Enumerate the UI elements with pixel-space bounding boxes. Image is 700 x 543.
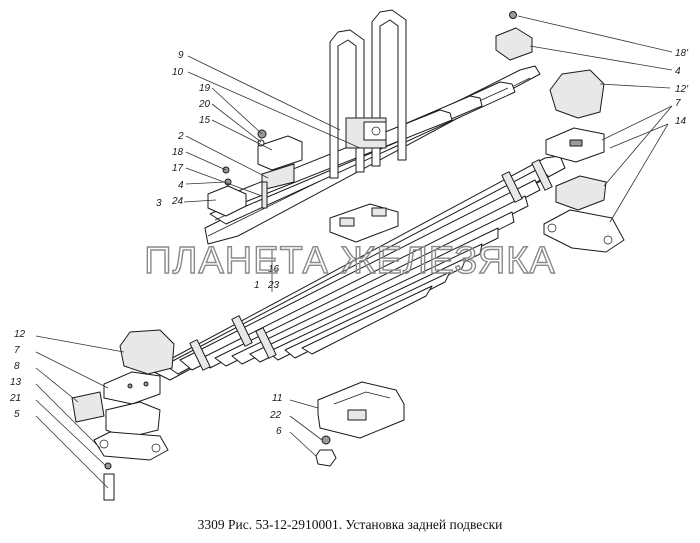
callout-19: 19 <box>199 83 211 94</box>
callout-9: 9 <box>178 50 184 61</box>
upper-left-parts <box>207 129 303 217</box>
callout-8: 8 <box>14 361 20 372</box>
callout-5: 5 <box>14 409 20 420</box>
u-bolts-upper <box>329 9 407 179</box>
callout-20: 20 <box>198 99 211 110</box>
callout-7-right: 7 <box>675 98 681 109</box>
callout-16: 16 <box>268 264 280 275</box>
callout-13: 13 <box>10 377 22 388</box>
callout-18: 18 <box>172 147 184 158</box>
upper-right-parts <box>495 11 625 253</box>
lower-left-parts <box>71 329 175 501</box>
callout-10: 10 <box>172 67 184 78</box>
callout-17: 17 <box>172 163 184 174</box>
figure-caption: 3309 Рис. 53-12-2910001. Установка задне… <box>197 517 503 532</box>
callout-23: 23 <box>267 280 280 291</box>
callout-11: 11 <box>272 393 282 404</box>
main-spring <box>149 155 566 381</box>
callout-labels: 9 10 19 20 15 2 18 17 4 3 24 18' 4 12' 7… <box>9 48 689 437</box>
callout-14: 14 <box>675 116 687 127</box>
callout-4-left: 4 <box>178 180 184 191</box>
callout-1: 1 <box>254 280 260 291</box>
callout-4-right: 4 <box>675 66 681 77</box>
callout-7-left: 7 <box>14 345 20 356</box>
callout-2: 2 <box>177 131 184 142</box>
callout-18-prime: 18' <box>675 48 689 59</box>
lower-right-parts <box>315 381 405 467</box>
callout-12-prime: 12' <box>675 84 689 95</box>
callout-15: 15 <box>199 115 211 126</box>
callout-6: 6 <box>276 426 282 437</box>
callout-22: 22 <box>269 410 282 421</box>
callout-24: 24 <box>171 196 184 207</box>
callout-21: 21 <box>9 393 21 404</box>
leader-lines <box>35 15 673 489</box>
callout-3: 3 <box>156 198 162 209</box>
callout-12: 12 <box>14 329 26 340</box>
pad-plate <box>329 203 399 243</box>
